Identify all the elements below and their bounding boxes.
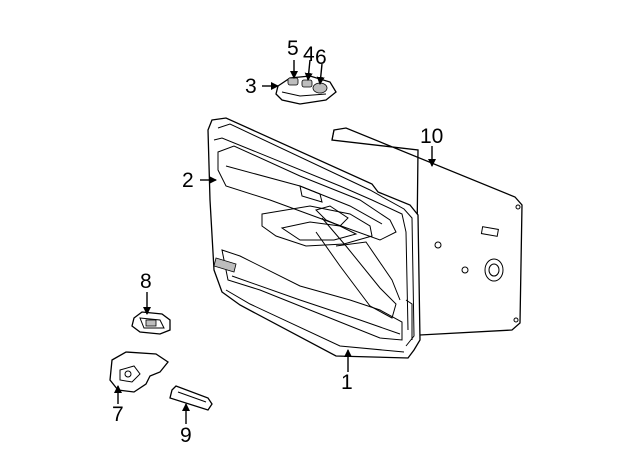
callout-1: 1 (341, 371, 353, 394)
callout-8: 8 (140, 270, 152, 293)
callout-7: 7 (112, 403, 124, 426)
callout-9: 9 (180, 424, 192, 447)
callout-6: 6 (315, 46, 327, 69)
part-4-switch (301, 79, 313, 88)
callout-4: 4 (303, 43, 315, 66)
part-5-switch (287, 77, 299, 86)
callout-2: 2 (182, 169, 194, 192)
part-10-panel (331, 127, 523, 336)
part-8-bracket (131, 311, 171, 335)
part-9-reflector (169, 385, 213, 411)
leader-lines (114, 59, 436, 424)
callout-10: 10 (420, 125, 443, 148)
callout-5: 5 (287, 37, 299, 60)
part-1-door-panel (207, 117, 421, 359)
part-6-switch (312, 82, 328, 94)
callout-3: 3 (245, 75, 257, 98)
